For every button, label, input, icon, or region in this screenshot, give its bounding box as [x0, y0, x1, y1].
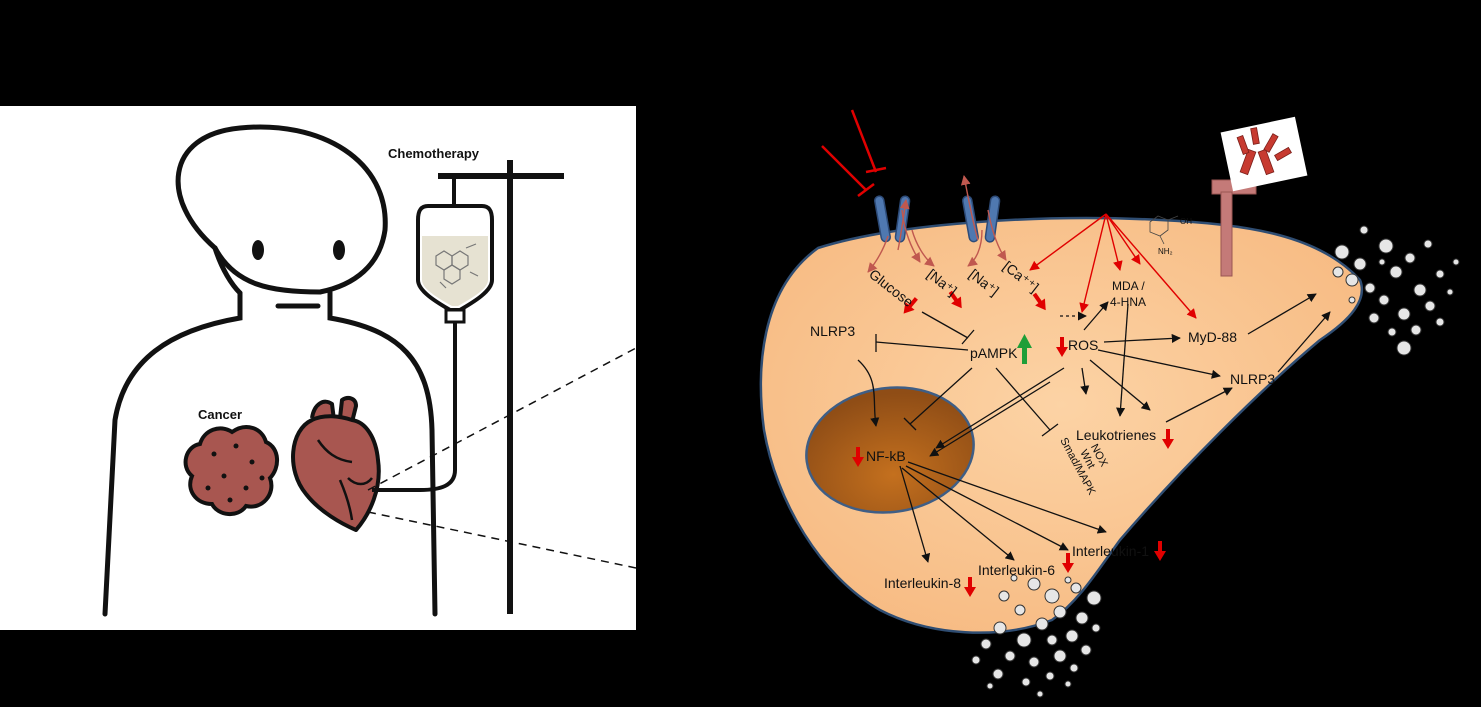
ros-label: ROS — [1068, 337, 1098, 353]
nlrp3-left-label: NLRP3 — [810, 323, 855, 339]
inhibition-lines — [875, 311, 1059, 437]
oxidative-source-arrows — [1029, 213, 1197, 319]
leukotrienes-label: Leukotrienes — [1076, 427, 1156, 443]
nfkb-label: NF-kB — [866, 448, 906, 464]
vesicles-right — [1332, 225, 1460, 356]
hna-label: 4-HNA — [1110, 295, 1146, 309]
pampk-label: pAMPK — [970, 345, 1018, 361]
tumor-icon — [183, 425, 279, 516]
nlrp3-right-label: NLRP3 — [1230, 371, 1275, 387]
chemotherapy-label: Chemotherapy — [388, 146, 480, 161]
oh-label: OH — [1180, 217, 1192, 226]
cardiomyocyte-cell — [759, 216, 1364, 634]
myd88-label: MyD-88 — [1188, 329, 1237, 345]
zoom-lines — [367, 347, 637, 569]
nucleus — [805, 386, 975, 514]
left-panel-background — [0, 106, 636, 630]
cell-panel: OH NH₂ — [759, 109, 1460, 698]
face-icon — [252, 240, 345, 309]
molecule-structure-icon — [1149, 215, 1179, 245]
il8-label: Interleukin-8 — [884, 575, 961, 591]
iv-pole-icon — [438, 160, 564, 614]
person-outline-icon — [102, 124, 438, 617]
drug-inhibition-marks — [821, 109, 887, 197]
cancer-label: Cancer — [198, 407, 242, 422]
vesicles-bottom — [971, 574, 1102, 698]
mda-label: MDA / — [1112, 279, 1145, 293]
up-arrow-icon — [1017, 334, 1032, 364]
antibody-icon — [1220, 116, 1308, 192]
heart-icon — [291, 396, 381, 532]
il6-label: Interleukin-6 — [978, 562, 1055, 578]
il1-label: Interleukin-1 — [1072, 543, 1149, 559]
nh2-label: NH₂ — [1158, 247, 1173, 256]
pathway-arrows — [857, 293, 1331, 563]
iv-bag-icon — [372, 204, 494, 492]
ion-flux-arrows — [867, 175, 1007, 273]
left-panel: Cancer Chemotherapy — [0, 106, 636, 630]
